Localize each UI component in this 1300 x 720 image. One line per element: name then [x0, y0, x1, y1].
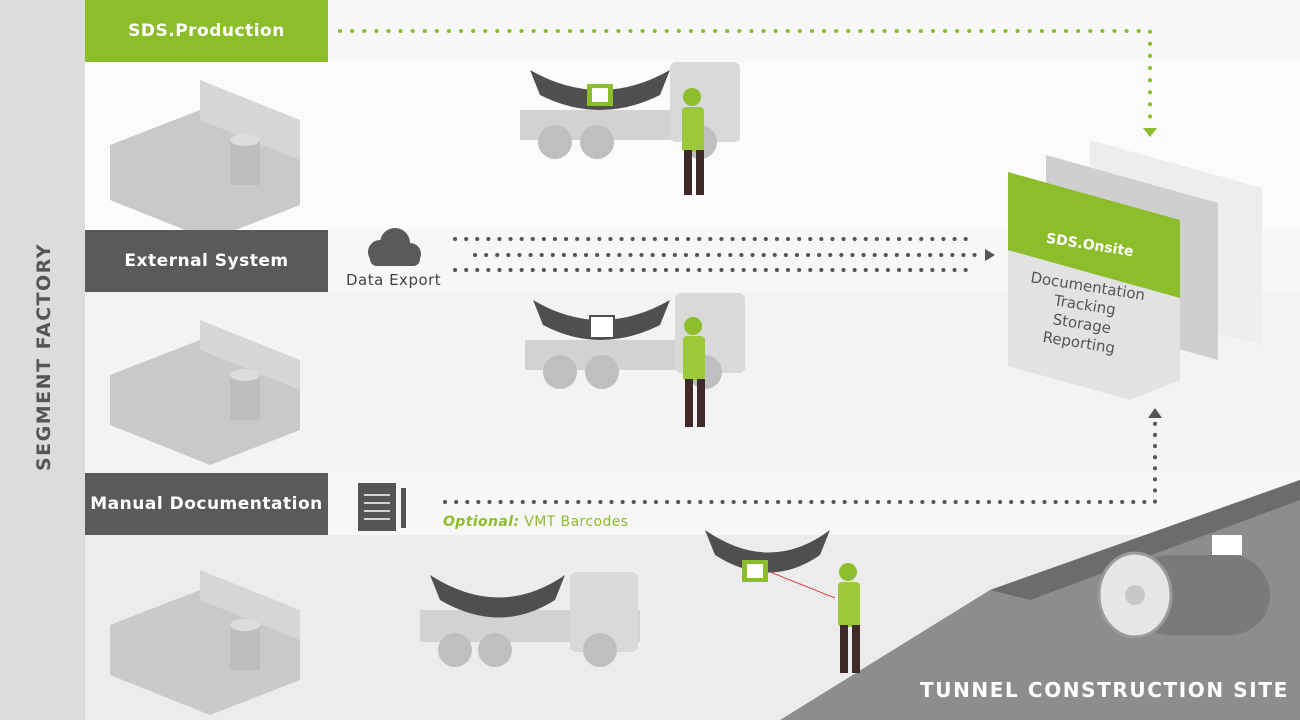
- truck-icon-2: [525, 293, 745, 389]
- connector-manual: [443, 418, 1157, 504]
- external-system-label: External System: [85, 230, 328, 292]
- data-export-label: Data Export: [346, 271, 442, 289]
- connector-production: [338, 29, 1152, 130]
- side-strip: [0, 0, 85, 720]
- cloud-icon: [368, 228, 421, 266]
- worker-icon-2: [683, 317, 705, 427]
- tunnel-construction-site-label: TUNNEL CONSTRUCTION SITE: [920, 678, 1289, 702]
- connector-external: [453, 237, 982, 272]
- optional-prefix: Optional:: [443, 514, 520, 530]
- sds-production-label: SDS.Production: [85, 0, 328, 62]
- factory-icon-3: [110, 570, 300, 715]
- factory-icon-2: [110, 320, 300, 465]
- optional-text: VMT Barcodes: [519, 514, 629, 530]
- segment-factory-label: SEGMENT FACTORY: [33, 242, 55, 472]
- arrow-right-icon: [985, 249, 995, 261]
- worker-icon-1: [682, 88, 704, 195]
- arrow-up-icon: [1148, 408, 1162, 418]
- arrow-down-icon: [1143, 128, 1157, 137]
- onsite-title-bar: [1008, 172, 1180, 298]
- segment-icon: [705, 530, 830, 582]
- document-icon: [358, 483, 406, 531]
- optional-barcodes-label: Optional: VMT Barcodes: [443, 514, 628, 530]
- factory-icon-1: [110, 80, 300, 240]
- truck-icon-3: [420, 572, 640, 667]
- manual-documentation-label: Manual Documentation: [85, 473, 328, 535]
- worker-icon-3: [769, 563, 860, 673]
- tunnel-boring-machine-icon: [1097, 535, 1270, 639]
- tunnel-site-slab-top: [990, 480, 1300, 600]
